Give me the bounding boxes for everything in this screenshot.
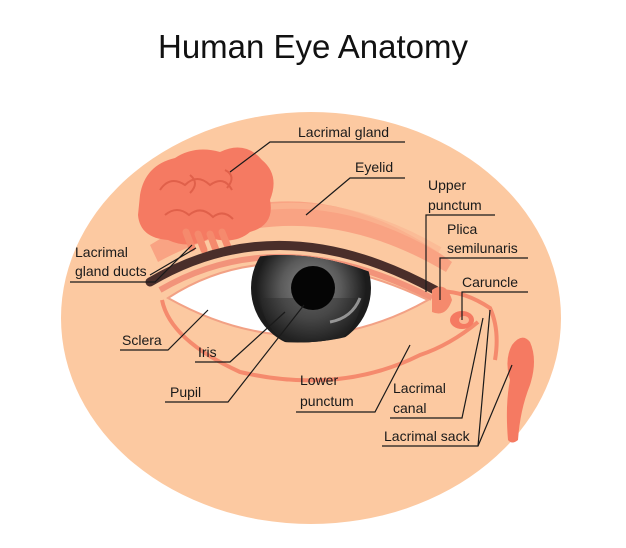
label-lacrimal-canal-2: canal [393, 400, 426, 416]
label-eyelid: Eyelid [355, 159, 393, 175]
label-gland-ducts-2: gland ducts [75, 263, 147, 279]
label-gland-ducts-1: Lacrimal [75, 244, 128, 260]
eyelashes [145, 241, 440, 295]
label-caruncle: Caruncle [462, 274, 518, 290]
leader-lines [70, 141, 528, 447]
label-lower-punctum-1: Lower [300, 372, 338, 388]
label-lacrimal-gland: Lacrimal gland [298, 124, 389, 140]
diagram-title: Human Eye Anatomy [158, 28, 468, 65]
label-lacrimal-canal-1: Lacrimal [393, 380, 446, 396]
lacrimal-gland-shape [138, 147, 274, 254]
plica-shape [432, 286, 452, 314]
label-pupil: Pupil [170, 384, 201, 400]
lacrimal-sack-shape [506, 337, 534, 443]
label-upper-punctum-1: Upper [428, 177, 466, 193]
label-lacrimal-sack: Lacrimal sack [384, 428, 471, 444]
label-plica-1: Plica [447, 221, 478, 237]
label-upper-punctum-2: punctum [428, 197, 482, 213]
label-plica-2: semilunaris [447, 240, 518, 256]
label-lower-punctum-2: punctum [300, 393, 354, 409]
label-iris: Iris [198, 344, 217, 360]
lacrimal-duct-outline [160, 289, 499, 383]
caruncle-highlight [459, 316, 469, 324]
label-sclera: Sclera [122, 332, 162, 348]
